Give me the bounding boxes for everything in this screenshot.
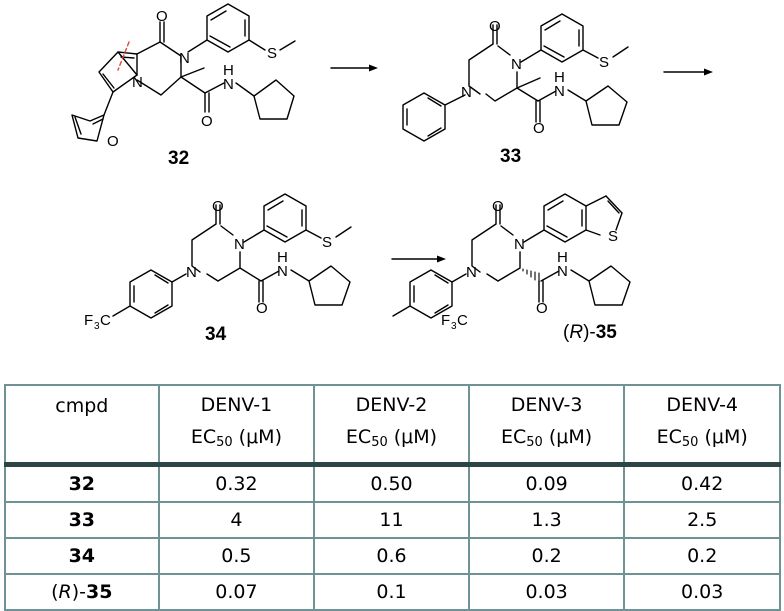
atom-label: N bbox=[554, 83, 565, 100]
svg-text:3: 3 bbox=[451, 321, 457, 332]
atom-label: H bbox=[223, 62, 234, 79]
cell-value: 2.5 bbox=[623, 501, 781, 539]
cell-value: 0.09 bbox=[467, 463, 626, 503]
atom-label: O bbox=[256, 300, 268, 317]
atom-label: N bbox=[223, 76, 234, 93]
compound-label-34: 34 bbox=[205, 324, 227, 345]
atom-label: N bbox=[277, 263, 288, 280]
atom-label: N bbox=[511, 56, 522, 73]
atom-label: O bbox=[533, 120, 545, 137]
structure-34 bbox=[112, 193, 352, 319]
atom-label: N bbox=[514, 236, 525, 253]
svg-text:C: C bbox=[100, 312, 111, 329]
cell-value: 4 bbox=[157, 501, 316, 539]
atom-label: S bbox=[267, 45, 277, 62]
compound-label-35: (R)-35 bbox=[563, 322, 617, 343]
atom-label: N bbox=[461, 84, 472, 101]
svg-text:F: F bbox=[84, 312, 93, 329]
atom-label: N bbox=[179, 50, 190, 67]
cell-value: 0.03 bbox=[623, 573, 781, 611]
atom-label: H bbox=[557, 249, 568, 266]
atom-label: S bbox=[322, 234, 332, 251]
cell-value: 0.2 bbox=[623, 537, 781, 575]
svg-text:C: C bbox=[457, 312, 468, 329]
cell-cmpd: 34 bbox=[4, 537, 160, 575]
atom-label: N bbox=[186, 264, 197, 281]
cell-cmpd: 33 bbox=[4, 501, 160, 539]
atom-label: O bbox=[107, 133, 119, 150]
atom-label: O bbox=[492, 198, 504, 215]
structure-32 bbox=[71, 3, 296, 142]
structure-33 bbox=[402, 13, 629, 142]
table-row: (R)-35 0.07 0.1 0.03 0.03 bbox=[4, 573, 781, 611]
atom-label: N bbox=[557, 263, 568, 280]
cell-value: 0.50 bbox=[313, 463, 470, 503]
cell-cmpd: 32 bbox=[4, 463, 160, 503]
cell-value: 0.42 bbox=[623, 463, 781, 503]
compound-label-32: 32 bbox=[168, 148, 190, 169]
atom-label: O bbox=[156, 8, 168, 25]
cell-value: 0.6 bbox=[313, 537, 470, 575]
structure-35 bbox=[392, 193, 631, 319]
atom-label: N bbox=[466, 264, 477, 281]
compound-label-33: 33 bbox=[500, 146, 522, 167]
atom-label: N bbox=[132, 74, 143, 91]
cell-value: 0.2 bbox=[467, 537, 626, 575]
cell-value: 0.5 bbox=[157, 537, 316, 575]
cell-value: 0.03 bbox=[467, 573, 626, 611]
atom-label: O bbox=[201, 113, 213, 130]
table-row: 32 0.32 0.50 0.09 0.42 bbox=[4, 463, 781, 503]
cell-cmpd: (R)-35 bbox=[4, 573, 160, 611]
reaction-scheme: O N N S H N O O O N N S H N O O N N S H … bbox=[71, 3, 713, 332]
cell-value: 0.32 bbox=[157, 463, 316, 503]
cf3-label: F 3 C bbox=[441, 312, 468, 332]
cell-value: 0.1 bbox=[313, 573, 470, 611]
cleavage-mark bbox=[117, 41, 130, 71]
atom-label: H bbox=[554, 69, 565, 86]
svg-text:3: 3 bbox=[94, 321, 100, 332]
cf3-label: F 3 C bbox=[84, 312, 111, 332]
atom-label: O bbox=[212, 198, 224, 215]
atom-label: S bbox=[608, 228, 618, 245]
atom-label: S bbox=[599, 54, 609, 71]
cell-value: 11 bbox=[313, 501, 470, 539]
atom-label: O bbox=[489, 18, 501, 35]
table-row: 33 4 11 1.3 2.5 bbox=[4, 501, 781, 539]
header-cmpd: cmpd bbox=[4, 384, 160, 467]
atom-label: H bbox=[277, 249, 288, 266]
atom-label: O bbox=[536, 300, 548, 317]
svg-text:F: F bbox=[441, 312, 450, 329]
atom-label: N bbox=[234, 236, 245, 253]
table-row: 34 0.5 0.6 0.2 0.2 bbox=[4, 537, 781, 575]
cell-value: 0.07 bbox=[157, 573, 316, 611]
cell-value: 1.3 bbox=[467, 501, 626, 539]
